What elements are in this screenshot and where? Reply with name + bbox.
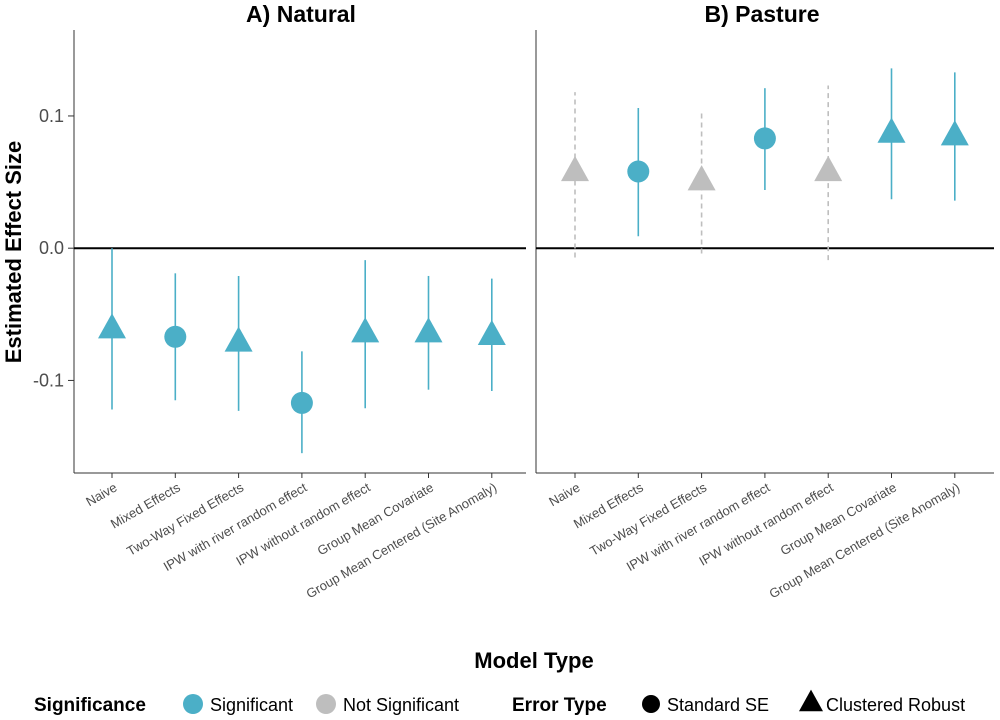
x-tick-label: Naive [546, 480, 582, 510]
legend-not-significant-label: Not Significant [343, 695, 459, 715]
point-estimate-circle [164, 325, 187, 348]
legend-not-significant-key [316, 694, 336, 714]
legend-significant-key [183, 694, 203, 714]
point-estimate-triangle [877, 117, 906, 143]
legend-significance-title: Significance [34, 695, 146, 716]
point-estimate-triangle [814, 155, 843, 182]
point-estimate-triangle [98, 313, 126, 339]
x-tick-label: Naive [83, 480, 119, 510]
point-estimate-triangle [477, 319, 506, 346]
y-tick-label: 0.0 [39, 238, 64, 258]
point-estimate-triangle [414, 317, 443, 343]
point-estimate-triangle [351, 317, 380, 343]
point-estimate-triangle [687, 165, 716, 191]
legend-significant-label: Significant [210, 695, 293, 715]
y-tick-label: 0.1 [39, 106, 64, 126]
point-estimate-circle [290, 391, 313, 414]
legend-standard-se-key [642, 695, 660, 713]
y-axis-title: Estimated Effect Size [1, 141, 26, 364]
x-axis-title: Model Type [474, 648, 593, 673]
panel-title: A) Natural [246, 1, 356, 27]
legend: Significance Significant Not Significant Er… [34, 689, 965, 716]
y-tick-label: -0.1 [33, 370, 64, 390]
legend-error-type-title: Error Type [512, 695, 607, 716]
panel-title: B) Pasture [704, 1, 819, 27]
point-estimate-circle [627, 160, 650, 183]
point-estimate-triangle [940, 120, 969, 146]
legend-standard-se-label: Standard SE [667, 695, 769, 715]
point-estimate-triangle [561, 155, 589, 182]
legend-clustered-robust-key [799, 689, 823, 712]
point-estimate-circle [753, 127, 776, 150]
point-estimate-triangle [224, 326, 253, 352]
legend-clustered-robust-label: Clustered Robust [826, 695, 965, 715]
